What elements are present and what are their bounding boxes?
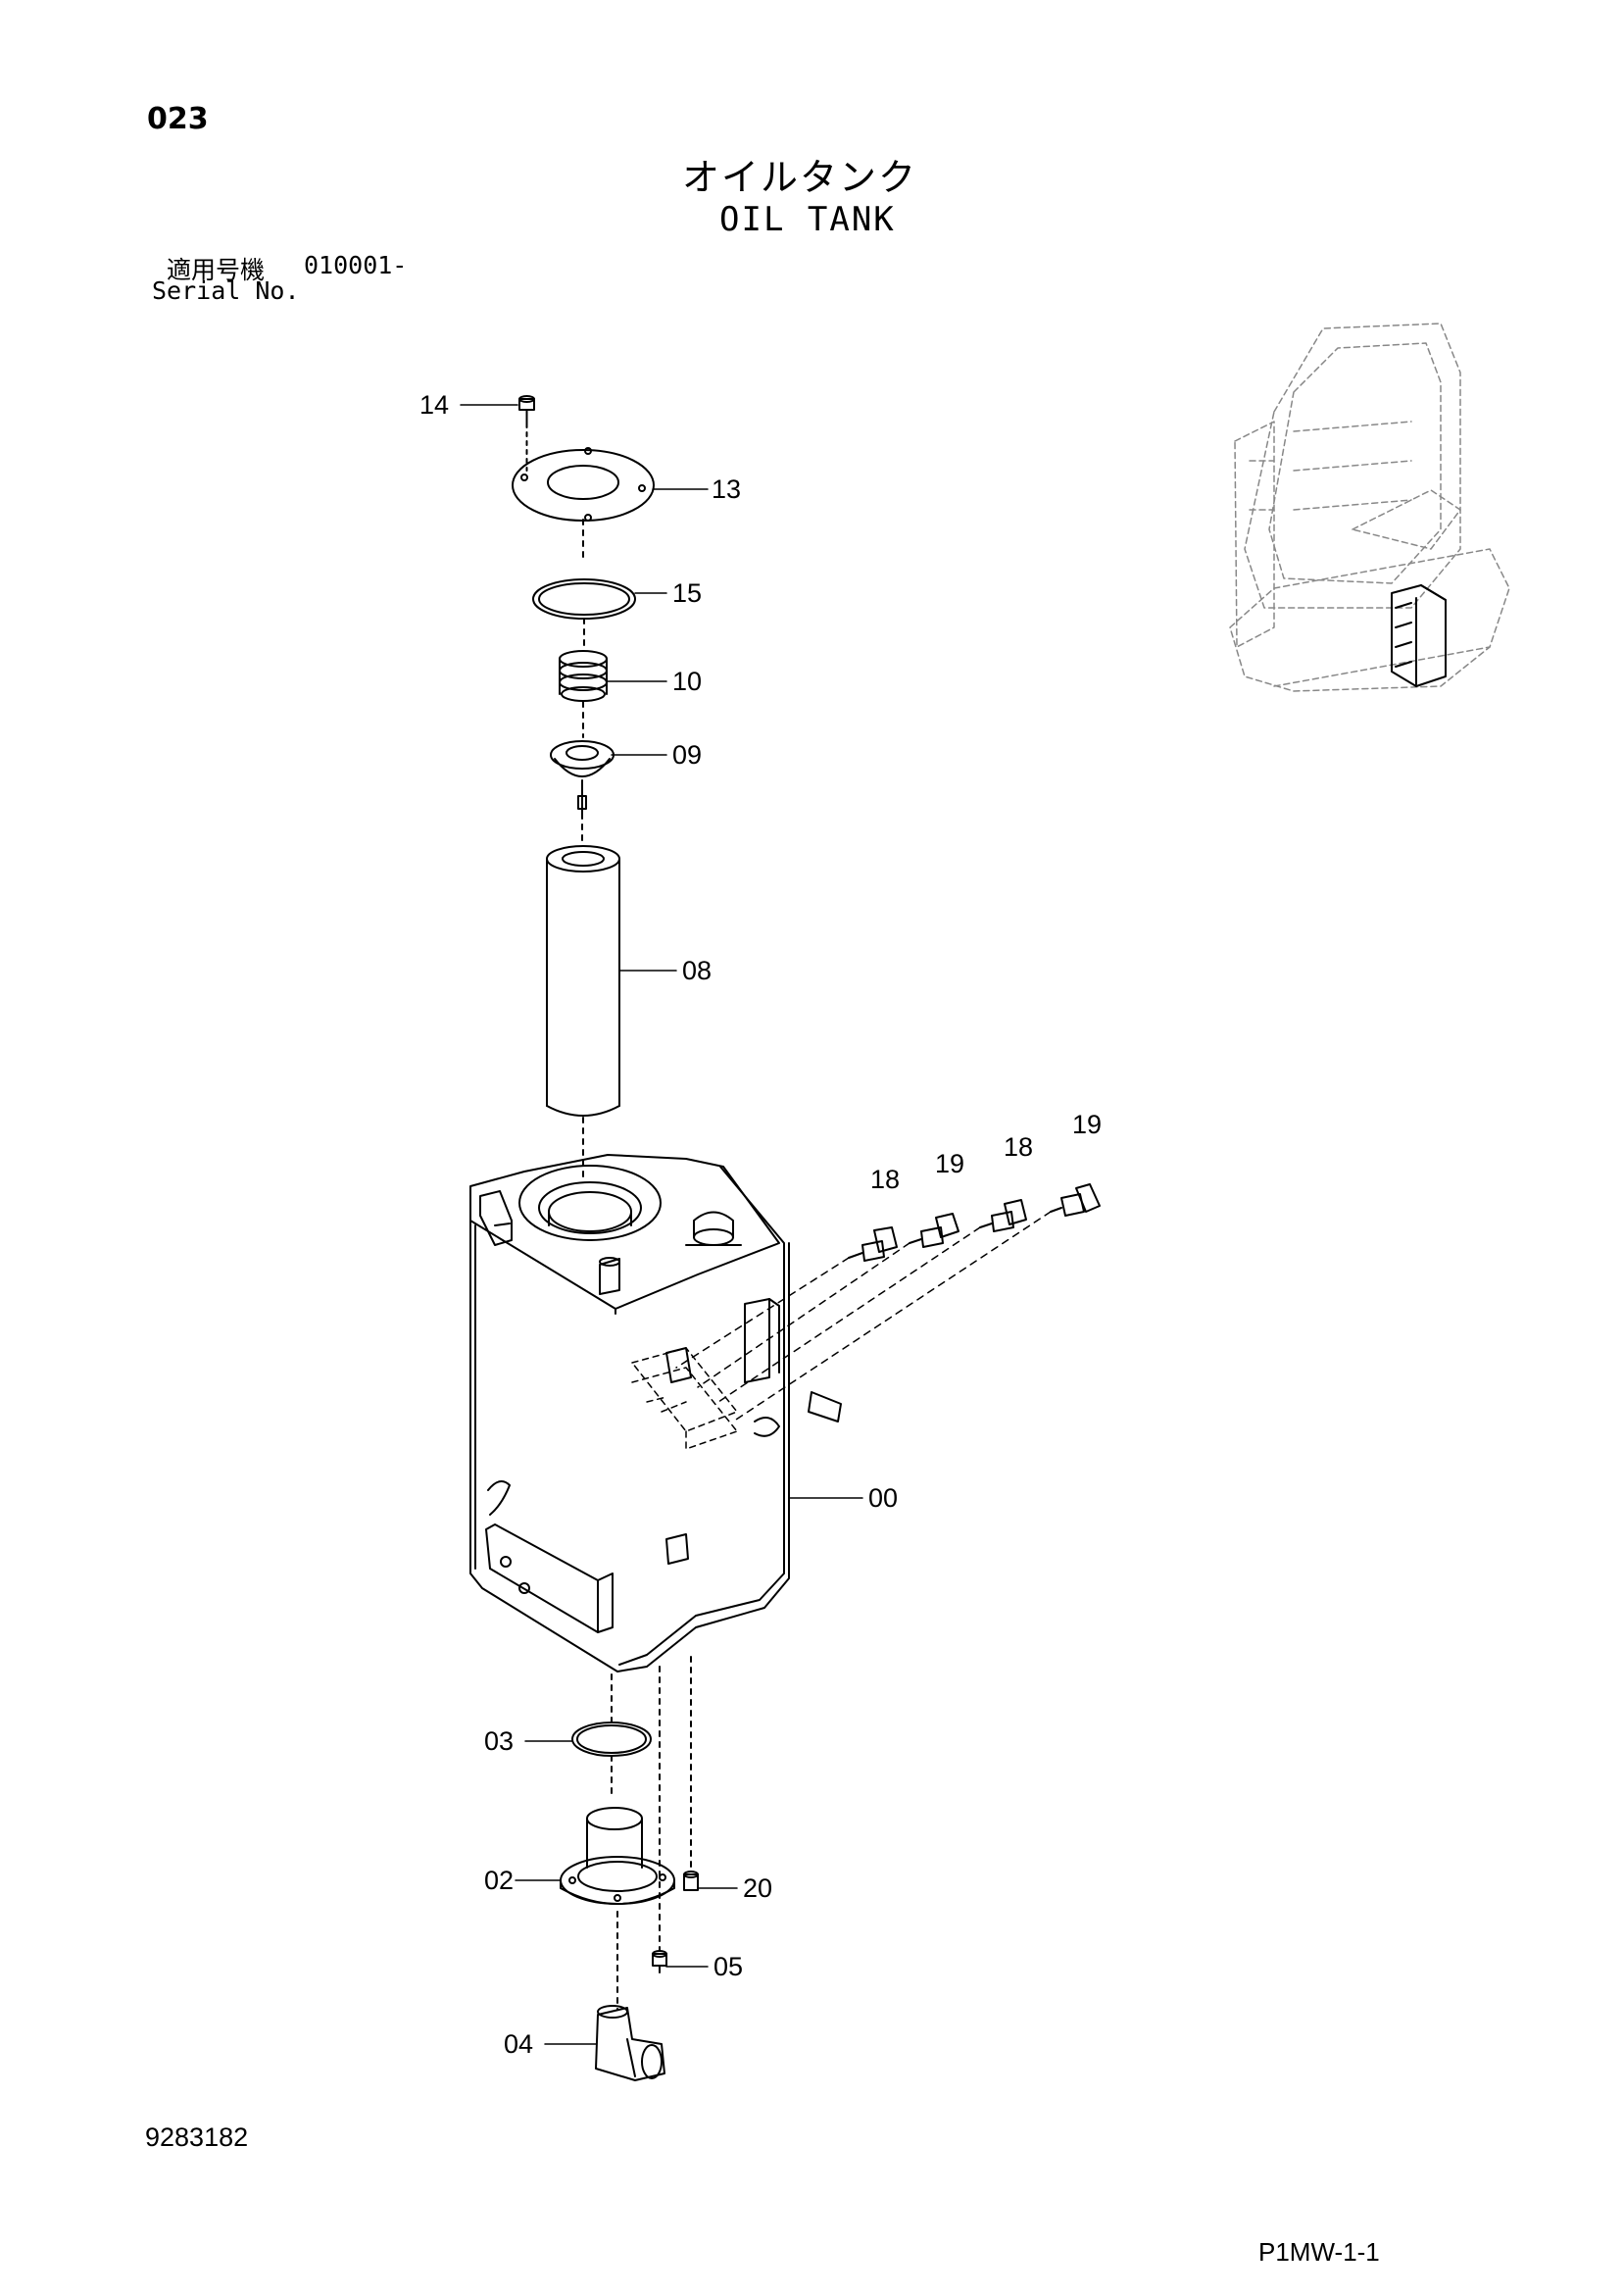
callout-03: 03 <box>484 1726 515 1756</box>
oil-tank-part-00 <box>470 1155 841 1672</box>
o-ring-part-15 <box>533 579 635 619</box>
callout-20: 20 <box>743 1873 773 1903</box>
o-ring-part-03 <box>572 1722 651 1756</box>
callout-00: 00 <box>868 1483 899 1513</box>
serial-range: 010001- <box>304 251 408 279</box>
excavator-location-thumbnail <box>1230 324 1509 691</box>
callout-leaders <box>461 405 862 2044</box>
suction-flange-part-02 <box>561 1808 674 1904</box>
callout-08: 08 <box>682 956 713 985</box>
title-english: OIL TANK <box>719 200 896 239</box>
filter-element-part-08 <box>547 846 619 1116</box>
callout-19-left: 19 <box>935 1149 965 1178</box>
callout-10: 10 <box>672 667 703 696</box>
fitting-part-18-a <box>849 1227 897 1261</box>
title-japanese: オイルタンク <box>682 156 918 199</box>
callout-15: 15 <box>672 578 703 608</box>
bolt-part-14 <box>519 396 534 471</box>
valve-part-09 <box>551 741 614 814</box>
callout-09: 09 <box>672 740 703 770</box>
callout-13: 13 <box>712 474 742 504</box>
callout-18-left: 18 <box>870 1165 901 1194</box>
bolt-part-05 <box>653 1951 666 1972</box>
page-code: P1MW-1-1 <box>1258 2237 1380 2267</box>
oil-tank-location-highlight <box>1392 585 1446 686</box>
document-number: 9283182 <box>145 2122 249 2152</box>
callout-19-right: 19 <box>1072 1110 1103 1139</box>
plug-part-20 <box>684 1872 698 1890</box>
callout-18-right: 18 <box>1004 1132 1034 1162</box>
fitting-leader-lines <box>676 1212 1051 1422</box>
serial-label-japanese: 適用号機 <box>167 256 266 284</box>
fitting-part-18-b <box>980 1200 1026 1231</box>
spring-part-10 <box>560 651 607 701</box>
callout-02: 02 <box>484 1866 515 1895</box>
serial-label-english: Serial No. <box>152 276 300 305</box>
callout-04: 04 <box>504 2029 534 2059</box>
ghost-bracket <box>632 1348 737 1449</box>
cover-plate-part-13 <box>513 448 654 521</box>
callout-05: 05 <box>713 1952 744 1981</box>
fitting-part-19-b <box>1051 1184 1100 1216</box>
callout-14: 14 <box>419 390 450 420</box>
fitting-part-19-a <box>910 1214 959 1247</box>
elbow-part-04 <box>596 2006 664 2080</box>
page-number: 023 <box>147 102 209 136</box>
